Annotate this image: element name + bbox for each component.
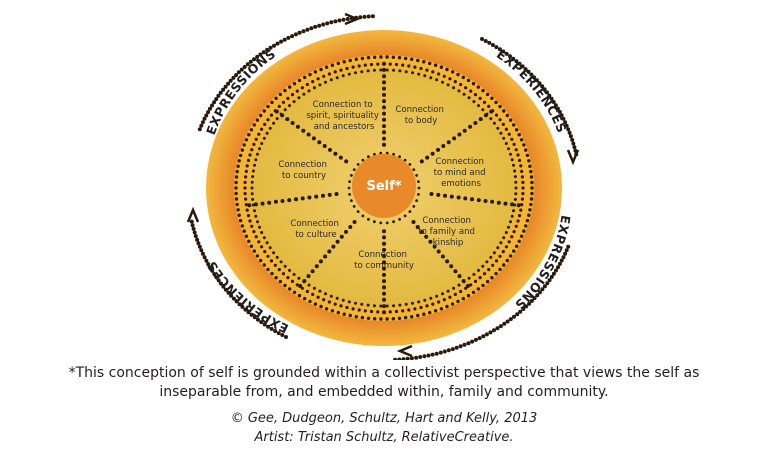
segment-spirit-label: Connection to spirit, spirituality and a… xyxy=(306,100,381,132)
spokes xyxy=(247,61,521,315)
arrow-head-icon xyxy=(344,12,361,26)
arrow-head-icon xyxy=(186,206,200,223)
self-center-circle xyxy=(352,154,416,218)
segment-body-label: Connection to body xyxy=(395,105,446,126)
footnote-line-2: inseparable from, and embedded within, f… xyxy=(159,384,609,400)
dot-pattern xyxy=(189,14,579,360)
segment-mind-label: Connection to mind and emotions xyxy=(434,157,489,189)
segment-country-label: Connection to country xyxy=(278,160,329,181)
segment-community-label: Connection to community xyxy=(354,250,414,271)
footnote: *This conception of self is grounded wit… xyxy=(0,364,768,402)
segment-culture-label: Connection to culture xyxy=(290,219,341,240)
social-emotional-wellbeing-diagram: Self* Connection to spirit, spirituality… xyxy=(186,12,580,360)
arrow-head-icon xyxy=(396,344,413,358)
self-label: Self* xyxy=(366,179,401,194)
arrow-head-icon xyxy=(566,149,580,166)
copyright-credit: © Gee, Dudgeon, Schultz, Hart and Kelly,… xyxy=(230,411,538,426)
segment-family-label: Connection to family and kinship xyxy=(418,216,478,248)
footnote-line-1: *This conception of self is grounded wit… xyxy=(68,365,700,381)
artist-credit: Artist: Tristan Schultz, RelativeCreativ… xyxy=(254,430,514,445)
